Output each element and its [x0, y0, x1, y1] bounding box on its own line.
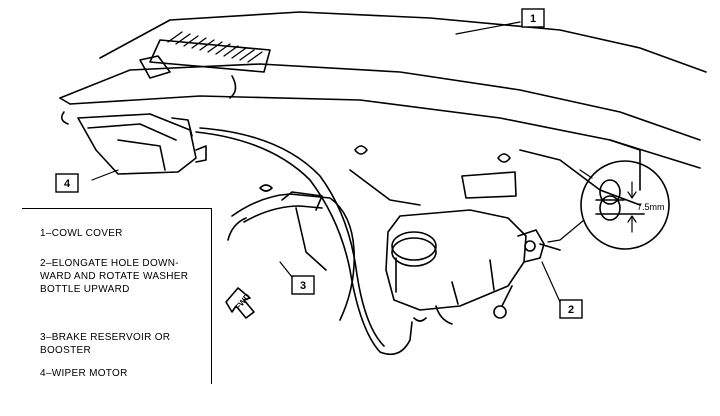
- hole-detail-view: [547, 160, 670, 250]
- fwd-arrow: [225, 287, 255, 319]
- brake-booster-drawing: [227, 184, 356, 321]
- callout-3: 3: [291, 275, 315, 295]
- legend-item-brake-reservoir: 3–BRAKE RESERVOIR OR BOOSTER: [40, 332, 171, 356]
- callout-2: 2: [559, 299, 583, 319]
- washer-bottle-drawing: [385, 209, 561, 325]
- legend-item-wiper-motor: 4–WIPER MOTOR: [40, 368, 128, 379]
- cowl-cover-drawing: [59, 11, 707, 206]
- legend-item-cowl-cover: 1–COWL COVER: [40, 228, 123, 239]
- legend-box: 1–COWL COVER 2–ELONGATE HOLE DOWN-WARD A…: [22, 208, 212, 384]
- callout-4-label: 4: [64, 178, 71, 190]
- leader-lines: [91, 21, 561, 303]
- washer-hose-drawing: [195, 127, 421, 356]
- wiper-motor-drawing: [60, 111, 207, 175]
- callout-2-label: 2: [568, 304, 574, 316]
- fwd-label: FWD: [233, 292, 252, 312]
- legend-item-washer-bottle: 2–ELONGATE HOLE DOWN-WARD AND ROTATE WAS…: [40, 258, 189, 295]
- callout-1: 1: [521, 8, 545, 28]
- callout-4: 4: [55, 173, 79, 193]
- dimension-label: 7.5mm: [637, 202, 665, 212]
- callout-1-label: 1: [530, 13, 536, 25]
- callout-3-label: 3: [300, 280, 306, 292]
